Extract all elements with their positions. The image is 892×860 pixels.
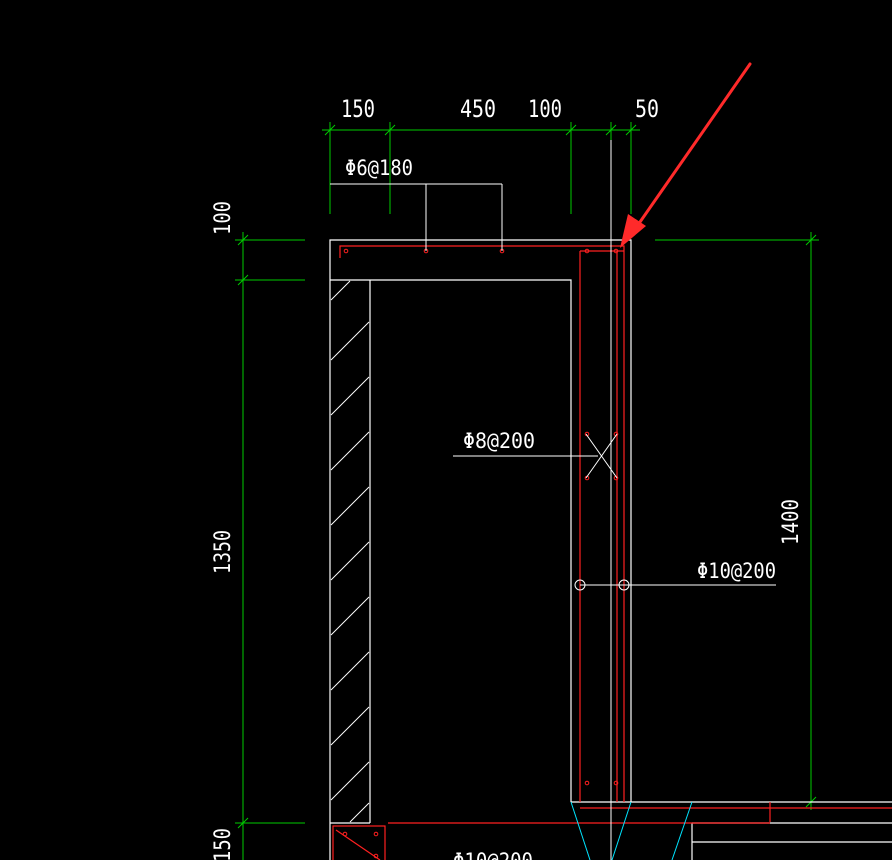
masonry-hatch [330,280,370,823]
dimension-lines [235,122,819,860]
label-wall-tie-rebar: Φ8@200 [463,429,535,453]
rebar-labels: Φ6@180 Φ8@200 Φ10@200 Φ10@200 [345,156,776,860]
dim-left-100: 100 [211,201,236,235]
dim-left-150: 150 [211,828,236,860]
label-bottom-slab-rebar: Φ10@200 [453,849,533,860]
leader-lines [330,183,776,591]
label-top-slab-rebar: Φ6@180 [345,156,413,180]
dim-right-1400: 1400 [779,499,804,545]
dimension-text: 150 450 100 50 100 1350 150 1400 [211,95,804,860]
rebar [332,245,892,860]
rebar-dots [342,248,619,859]
dim-top-450: 450 [460,95,496,123]
dim-left-1350: 1350 [211,530,236,574]
label-wall-vertical-rebar: Φ10@200 [697,559,776,583]
dim-top-100: 100 [528,95,562,123]
annotation-arrow [620,62,752,248]
base-accent-lines [570,801,693,860]
dim-top-150: 150 [341,95,375,123]
dim-top-50: 50 [635,95,659,123]
